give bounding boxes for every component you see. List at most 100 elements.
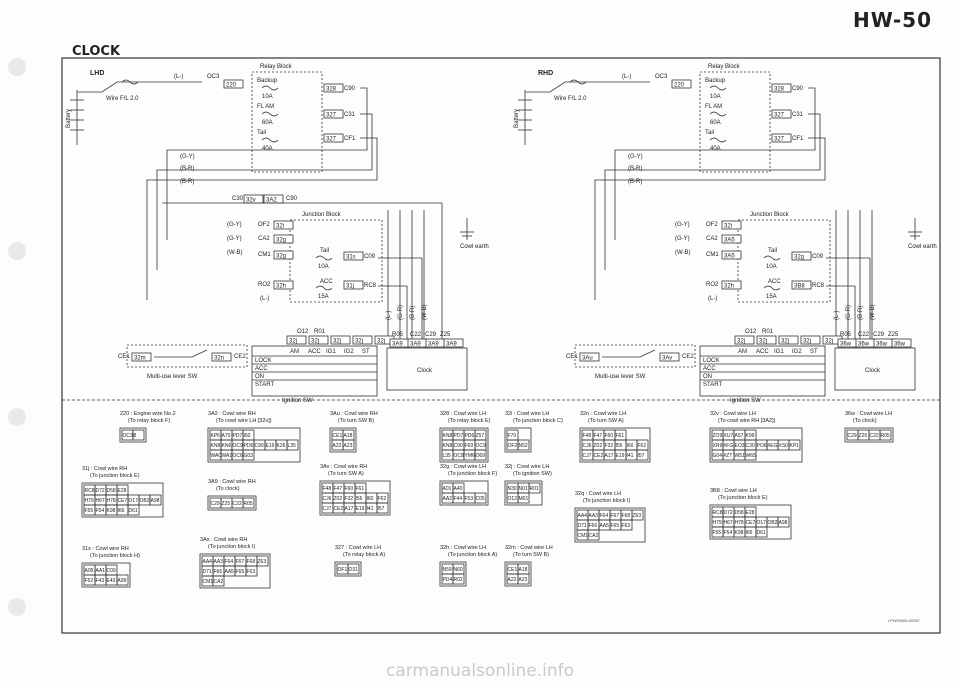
pin-label: RC8 <box>85 488 95 494</box>
connector-tag-label: 328 <box>774 87 785 93</box>
pin-label: RC8 <box>713 510 723 516</box>
connector-tag <box>721 234 742 244</box>
wire <box>604 113 821 270</box>
wire-color-label: (L-) <box>386 311 392 320</box>
terminal-label: C22 <box>410 332 422 338</box>
diagram-frame <box>61 57 941 634</box>
connector-view-32h: 32h : Cowl wire LH(To junction block A)N… <box>439 545 497 587</box>
connector-pin <box>744 449 757 461</box>
terminal-label: CE1 <box>566 354 578 360</box>
connector-pin <box>517 492 530 504</box>
pin-label: W51 <box>735 453 746 459</box>
connector-title: 32h : Cowl wire LH <box>440 545 486 551</box>
fuse-amp: 10A <box>766 264 777 270</box>
fuse-amp: 10A <box>318 264 329 270</box>
terminal-label: C30 <box>232 196 244 202</box>
wire-color-label: (B-R) <box>180 179 194 185</box>
connector-tag-label: 3B8 <box>794 284 805 290</box>
switch-connector-label: 32j <box>737 339 745 345</box>
connector-pin <box>528 482 541 494</box>
connector-tag-label: 31j <box>346 284 354 290</box>
connector-pin <box>777 516 790 528</box>
pin-label: H79 <box>85 498 94 504</box>
binder-hole <box>8 408 26 426</box>
pin-label: XS0 <box>779 443 789 449</box>
wire <box>826 257 871 340</box>
pin-label: WA0 <box>211 453 222 459</box>
wire-color-label: (G-R) <box>846 305 852 320</box>
wire <box>156 113 373 270</box>
connector-tag <box>721 250 742 260</box>
pin-label: H67 <box>724 520 733 526</box>
pin-label: I57 <box>638 453 645 459</box>
connector-title: 32n : Cowl wire LH <box>580 411 626 417</box>
connector-face <box>709 504 792 540</box>
switch-row-label: START <box>703 382 722 388</box>
wire-color-label: (L-) <box>174 74 183 80</box>
cowl-earth-label: Cowl earth <box>460 244 489 250</box>
pin-label: G03 <box>244 453 254 459</box>
pin-label: D58 <box>107 488 116 494</box>
connector-label: OC3 <box>207 74 220 80</box>
pin-label: C22 <box>233 501 242 507</box>
connector-title: 32j : Cowl wire LH <box>505 464 549 470</box>
fusible-link-wire <box>525 81 650 93</box>
wire-color-label: (W-B) <box>675 250 691 256</box>
pin-label: N01 <box>519 486 528 492</box>
connector-title: 32i : Cowl wire LH <box>505 411 549 417</box>
pin-label: Z02 <box>594 443 603 449</box>
pin-label: F64 <box>600 513 609 519</box>
pin-label: OF1 <box>338 567 348 573</box>
connector-face <box>439 561 467 587</box>
relay-block-connector <box>223 79 244 89</box>
terminal-label: O12 <box>297 329 309 335</box>
pin-label: K98 <box>107 508 116 514</box>
pin-label: CJ7 <box>323 506 332 512</box>
terminal-label: R01 <box>314 329 326 335</box>
pin-label: D58 <box>735 510 744 516</box>
pin-label: I60 <box>367 496 374 502</box>
page-number: HW-50 <box>852 8 932 32</box>
connector-title: 3Au : Cowl wire RH <box>330 411 378 417</box>
connector-tag <box>791 251 812 261</box>
switch-row-label: LOCK <box>703 358 719 364</box>
fuse-label: Tail <box>257 130 266 136</box>
ignition-sw-label: Ignition SW <box>730 398 761 404</box>
connector-face <box>119 427 147 443</box>
binder-hole <box>8 58 26 76</box>
connector-title: 31j : Cowl wire RH <box>82 466 127 472</box>
connector-pin <box>342 439 355 451</box>
pin-label: #ZT <box>724 453 733 459</box>
pin-label: K99 <box>746 433 755 439</box>
multi-use-label: Multi-use lever SW <box>595 374 646 380</box>
pin-label: C29 <box>211 501 220 507</box>
pin-label: CE1 <box>333 433 343 439</box>
connector-subtitle: (To relay block E) <box>448 418 491 424</box>
switch-row-label: ON <box>703 374 712 380</box>
connector-tag-label: 3Au <box>582 356 593 362</box>
connector-subtitle: (To relay block A) <box>343 552 385 558</box>
pin-label: PD6 <box>244 443 254 449</box>
switch-column-label: IG2 <box>792 349 802 355</box>
pin-label: KN6 <box>222 443 232 449</box>
watermark: carmanualsonline.info <box>385 661 575 681</box>
pin-label: C05 <box>476 496 485 502</box>
connector-subtitle: (To relay block F) <box>128 418 170 424</box>
switch-connector <box>756 335 777 345</box>
connector-pin <box>474 449 487 461</box>
pin-label: F70 <box>508 433 517 439</box>
connector-tag <box>771 109 792 119</box>
pin-label: F68 <box>622 513 631 519</box>
connector-pin <box>474 492 487 504</box>
relay-block-box <box>251 71 323 173</box>
terminal-label: C31 <box>344 112 356 118</box>
terminal-label: C90 <box>792 86 804 92</box>
wire-color-label: (L-) <box>260 296 269 302</box>
wire-color-label: (G-Y) <box>675 236 690 242</box>
switch-connector-label: 32j <box>333 339 341 345</box>
connector-title: 220 : Engine wire No.2 <box>120 411 176 417</box>
terminal-label: RC8 <box>364 283 377 289</box>
